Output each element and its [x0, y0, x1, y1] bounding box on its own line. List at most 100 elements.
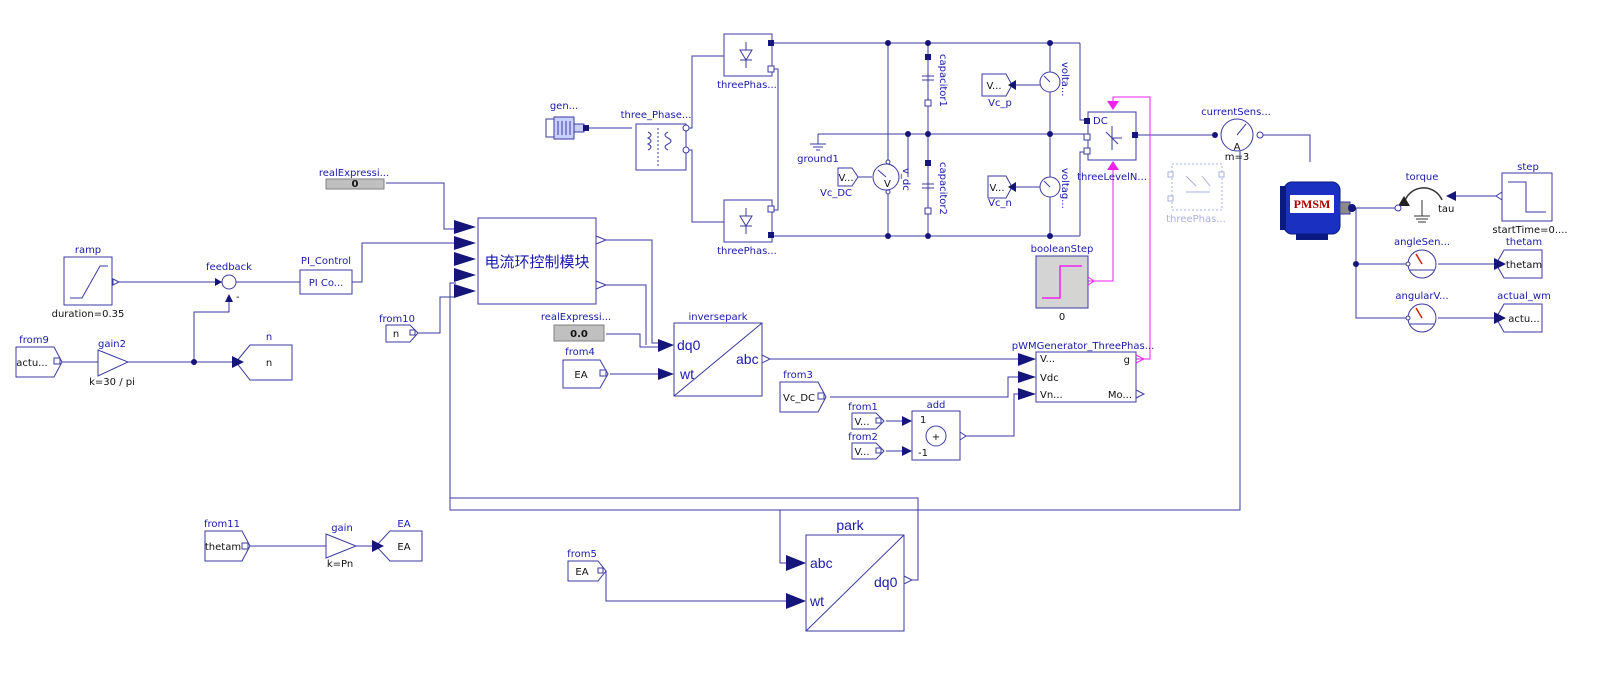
- junctions: [191, 40, 1359, 365]
- angular-velocity-sensor-block[interactable]: angularV...: [1395, 291, 1449, 333]
- torque-block[interactable]: torque tau: [1394, 172, 1456, 223]
- svg-text:PI Co...: PI Co...: [309, 278, 344, 289]
- svg-text:thetam: thetam: [1506, 260, 1542, 271]
- goto-thetam-block[interactable]: thetam thetam: [1494, 237, 1543, 279]
- real-expression-1[interactable]: realExpressi... 0: [319, 168, 389, 190]
- svg-text:n: n: [266, 358, 272, 369]
- gain-block[interactable]: gain k=Pn: [325, 523, 358, 570]
- angle-sensor-block[interactable]: angleSen...: [1394, 237, 1450, 279]
- svg-text:k=30 / pi: k=30 / pi: [89, 377, 135, 388]
- real-expression-2[interactable]: realExpressi... 0.0: [541, 312, 611, 342]
- pwm-generator-block[interactable]: pWMGenerator_ThreePhas... V... Vdc Vn...…: [1012, 341, 1155, 403]
- goto-actual-wm-block[interactable]: actual_wm actu...: [1494, 291, 1551, 333]
- svg-text:currentSens...: currentSens...: [1201, 107, 1271, 118]
- svg-text:V...: V...: [854, 447, 869, 458]
- svg-text:dq0: dq0: [874, 574, 898, 590]
- svg-text:wt: wt: [809, 593, 824, 609]
- svg-text:thetam: thetam: [205, 542, 241, 553]
- from11-block[interactable]: from11 thetam: [204, 519, 251, 562]
- svg-text:Vc_DC: Vc_DC: [820, 188, 852, 199]
- svg-text:DC: DC: [1093, 116, 1108, 127]
- ramp-block[interactable]: ramp duration=0.35: [52, 245, 125, 320]
- vdc-voltage-sensor[interactable]: V... Vc_DC V v_dc: [820, 159, 911, 199]
- from5-block[interactable]: from5 EA: [567, 549, 607, 582]
- transformer-block[interactable]: three_Phase...: [621, 110, 692, 171]
- svg-text:Mo...: Mo...: [1108, 390, 1132, 401]
- voltage-sensor-bottom[interactable]: V... Vc_n voltag...: [987, 168, 1070, 209]
- svg-text:EA: EA: [397, 542, 410, 553]
- from10-block[interactable]: from10 n: [379, 314, 419, 343]
- feedback-block[interactable]: feedback -: [206, 262, 252, 303]
- capacitor1[interactable]: capacitor1: [922, 54, 948, 107]
- goto-n-block[interactable]: n n: [232, 332, 293, 381]
- add-block[interactable]: add + 1 -1: [902, 400, 967, 461]
- current-loop-block[interactable]: 电流环控制模块: [454, 217, 608, 305]
- pmsm-motor[interactable]: PMSM: [1280, 181, 1356, 240]
- svg-text:V...: V...: [986, 81, 1001, 92]
- svg-text:电流环控制模块: 电流环控制模块: [484, 254, 589, 271]
- wires: [62, 42, 1498, 602]
- svg-text:from2: from2: [848, 432, 878, 443]
- boolean-step-block[interactable]: booleanStep 0: [1031, 244, 1095, 323]
- svg-text:angleSen...: angleSen...: [1394, 237, 1450, 248]
- svg-text:gen...: gen...: [550, 101, 578, 112]
- svg-text:ground1: ground1: [797, 154, 839, 165]
- svg-text:threePhas...: threePhas...: [717, 80, 777, 91]
- gain2-block[interactable]: gain2 k=30 / pi: [89, 339, 135, 388]
- svg-text:threeLevelN...: threeLevelN...: [1077, 172, 1147, 183]
- svg-text:m=3: m=3: [1225, 152, 1249, 163]
- svg-text:abc: abc: [810, 555, 833, 571]
- svg-text:abc: abc: [736, 351, 759, 367]
- ground-block[interactable]: ground1: [797, 143, 839, 165]
- svg-text:from9: from9: [19, 335, 49, 346]
- step-block[interactable]: step startTime=0....: [1492, 162, 1567, 236]
- rectifier-bottom-block[interactable]: threePhas...: [717, 199, 777, 257]
- svg-text:1: 1: [920, 415, 926, 426]
- svg-text:three_Phase...: three_Phase...: [621, 110, 692, 121]
- svg-text:k=Pn: k=Pn: [327, 559, 353, 570]
- svg-text:V...: V...: [1040, 354, 1055, 365]
- from1-block[interactable]: from1 V...: [848, 402, 885, 430]
- svg-text:duration=0.35: duration=0.35: [52, 309, 125, 320]
- from3-block[interactable]: from3 Vc_DC: [779, 370, 827, 413]
- rectifier-top-block[interactable]: threePhas...: [717, 33, 777, 91]
- svg-text:V...: V...: [854, 417, 869, 428]
- svg-text:pWMGenerator_ThreePhas...: pWMGenerator_ThreePhas...: [1012, 341, 1155, 352]
- svg-text:g: g: [1124, 355, 1130, 366]
- svg-text:gain: gain: [331, 523, 353, 534]
- svg-text:EA: EA: [397, 519, 410, 530]
- current-sensor-block[interactable]: currentSens... A m=3: [1201, 107, 1271, 163]
- from4-block[interactable]: from4 EA: [562, 347, 609, 389]
- svg-text:v_dc: v_dc: [900, 168, 911, 191]
- svg-text:gain2: gain2: [98, 339, 126, 350]
- generator-block[interactable]: gen...: [545, 101, 589, 140]
- svg-text:booleanStep: booleanStep: [1031, 244, 1094, 255]
- svg-text:angularV...: angularV...: [1395, 291, 1448, 302]
- from2-block[interactable]: from2 V...: [848, 432, 885, 460]
- goto-ea-block[interactable]: EA EA: [372, 519, 423, 562]
- from9-block[interactable]: from9 actu...: [15, 335, 63, 378]
- svg-text:0.0: 0.0: [570, 329, 588, 340]
- pi-control-block[interactable]: PI_Control PI Co...: [299, 256, 353, 295]
- svg-text:from10: from10: [379, 314, 415, 325]
- svg-text:feedback: feedback: [206, 262, 252, 273]
- three-level-inverter[interactable]: DC threeLevelN...: [1077, 101, 1147, 183]
- svg-text:add: add: [927, 400, 946, 411]
- svg-text:-: -: [236, 292, 240, 303]
- capacitor2[interactable]: capacitor2: [922, 160, 948, 215]
- voltage-sensor-top[interactable]: V... Vc_p volta...: [981, 62, 1070, 109]
- three-phase-switch-ghost[interactable]: threePhas...: [1166, 163, 1226, 225]
- svg-text:-1: -1: [918, 448, 928, 459]
- svg-text:from5: from5: [567, 549, 597, 560]
- svg-text:PMSM: PMSM: [1294, 197, 1331, 211]
- svg-text:V: V: [884, 179, 891, 190]
- svg-text:ramp: ramp: [75, 245, 101, 256]
- svg-text:V...: V...: [989, 183, 1004, 194]
- svg-text:Vc_DC: Vc_DC: [783, 393, 815, 404]
- svg-text:from11: from11: [204, 519, 240, 530]
- svg-text:inversepark: inversepark: [688, 312, 747, 323]
- park-block[interactable]: park abc wt dq0: [786, 517, 914, 632]
- inversepark-block[interactable]: inversepark dq0 wt abc: [658, 312, 772, 397]
- svg-text:park: park: [836, 517, 864, 533]
